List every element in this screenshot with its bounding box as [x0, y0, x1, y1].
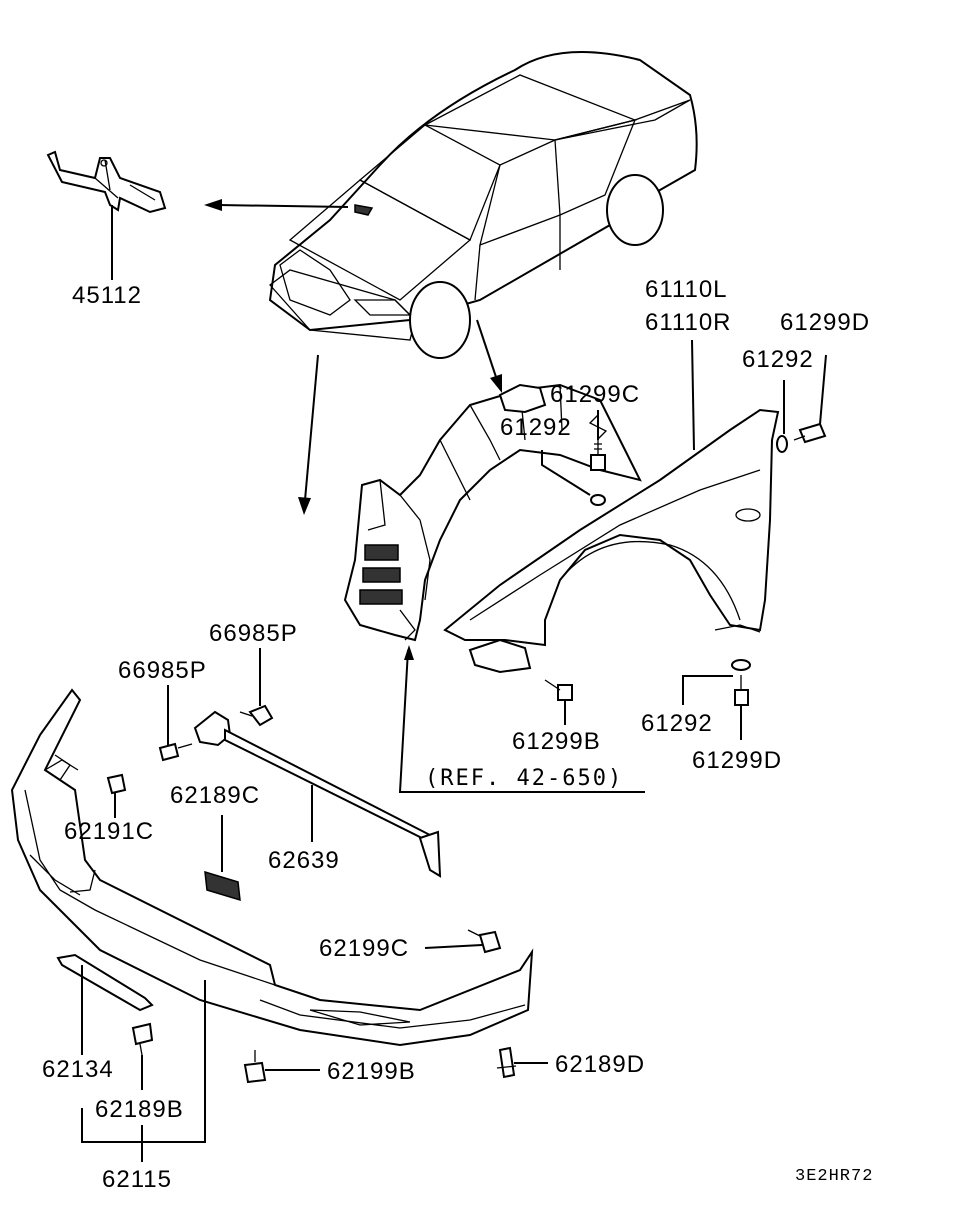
- screw-62199c-icon: [424, 929, 502, 954]
- car-illustration: [268, 51, 698, 359]
- washer-61292-top-icon: [776, 380, 788, 453]
- label-62134: 62134: [42, 1056, 114, 1083]
- label-61299c: 61299C: [550, 381, 640, 408]
- label-61292-bottom: 61292: [641, 710, 713, 737]
- label-62191c: 62191C: [64, 818, 154, 845]
- bracket-part: [46, 150, 167, 280]
- label-62639: 62639: [268, 847, 340, 874]
- label-62199b: 62199B: [327, 1058, 416, 1085]
- assembly-leader: [81, 980, 206, 1143]
- trim-strip-part: [56, 953, 154, 1055]
- label-61299d-bottom: 61299D: [692, 747, 782, 774]
- label-61299d-top: 61299D: [780, 309, 870, 336]
- bolt-61299d-bottom-icon: [734, 675, 749, 740]
- label-62115: 62115: [102, 1166, 172, 1193]
- leader-washer-center: [541, 450, 591, 496]
- arrow-to-bracket: [204, 199, 349, 211]
- bolt-61299c-icon: [588, 410, 608, 506]
- arrow-to-bumper: [298, 354, 319, 515]
- label-62189d: 62189D: [555, 1051, 645, 1078]
- clip-62189c-icon: [204, 815, 241, 902]
- label-61299b: 61299B: [512, 728, 601, 755]
- diagram-code: 3E2HR72: [795, 1167, 873, 1186]
- clip-66985p-right-icon: [239, 648, 274, 727]
- label-61110r: 61110R: [645, 309, 732, 336]
- label-62199c: 62199C: [319, 935, 409, 962]
- washer-61292-bottom-icon: [731, 659, 751, 671]
- label-62189c: 62189C: [170, 782, 260, 809]
- label-45112: 45112: [72, 282, 142, 309]
- fender-panel: [443, 408, 780, 674]
- label-reference: (REF. 42-650): [425, 766, 623, 791]
- label-66985p-right: 66985P: [209, 620, 298, 647]
- label-61292-center: 61292: [500, 414, 572, 441]
- bolt-61299b-icon: [544, 679, 573, 725]
- support-bar-part: [193, 710, 442, 878]
- clip-62189d-icon: [496, 1046, 548, 1079]
- fender-liner: [343, 383, 642, 642]
- clip-66985p-left-icon: [158, 685, 193, 762]
- leader-washer-bottom: [682, 675, 733, 705]
- bumper-part: [10, 688, 534, 1047]
- label-66985p-left: 66985P: [118, 657, 207, 684]
- nut-62191c-icon: [106, 773, 127, 818]
- bolt-61299d-top-icon: [793, 354, 827, 444]
- ref-leader: [398, 649, 645, 793]
- arrow-to-fender: [476, 319, 502, 393]
- screw-62199b-icon: [243, 1050, 320, 1084]
- label-61110l: 61110L: [645, 276, 728, 303]
- label-61292-top: 61292: [742, 346, 814, 373]
- clip-62189b-icon: [131, 1022, 154, 1090]
- label-62189b: 62189B: [95, 1096, 184, 1123]
- leader-fender: [691, 339, 695, 451]
